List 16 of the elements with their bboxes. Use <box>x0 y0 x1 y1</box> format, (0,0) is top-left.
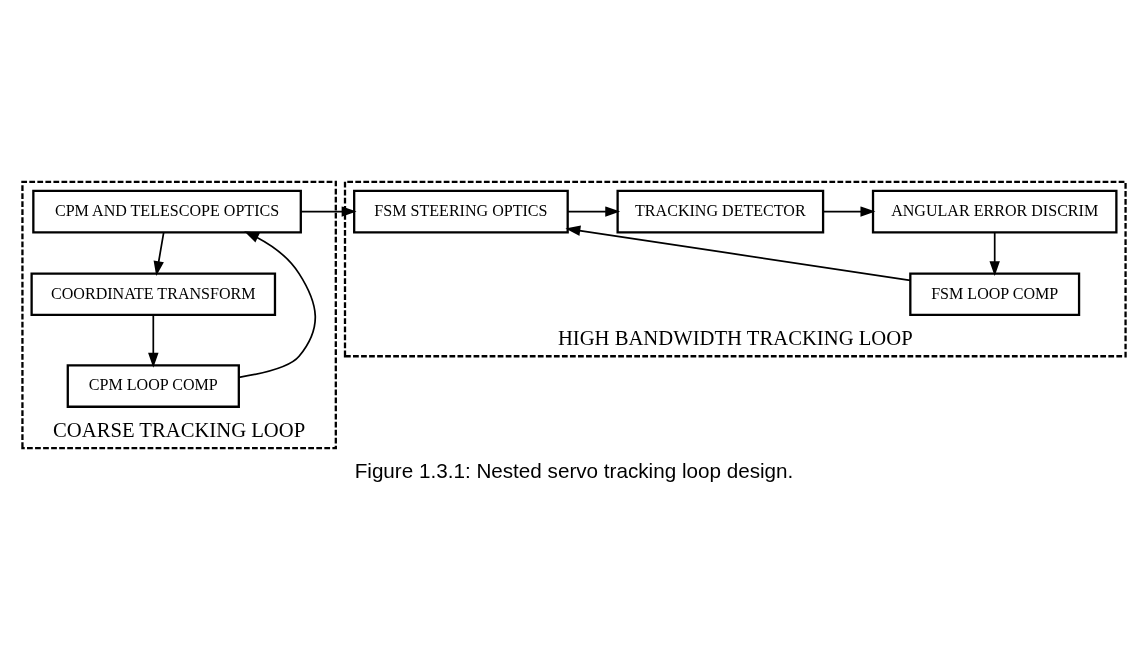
node-box: TRACKING DETECTOR <box>616 189 825 234</box>
node-box: CPM LOOP COMP <box>66 364 240 408</box>
arrow <box>567 206 621 217</box>
arrow <box>153 231 165 277</box>
caption: Figure 1.3.1: Nested servo tracking loop design. <box>354 459 794 483</box>
arrow <box>989 231 1000 277</box>
node-box: CPM AND TELESCOPE OPTICS <box>32 189 302 234</box>
node-box: FSM STEERING OPTICS <box>353 189 569 234</box>
node-box: COORDINATE TRANSFORM <box>30 272 277 317</box>
arrow <box>565 225 912 282</box>
arrow <box>822 206 876 217</box>
arrow <box>238 231 317 379</box>
arrow <box>148 314 159 368</box>
node-box: ANGULAR ERROR DISCRIM <box>871 189 1118 234</box>
arrow <box>299 206 357 217</box>
node-box: FSM LOOP COMP <box>909 272 1081 317</box>
